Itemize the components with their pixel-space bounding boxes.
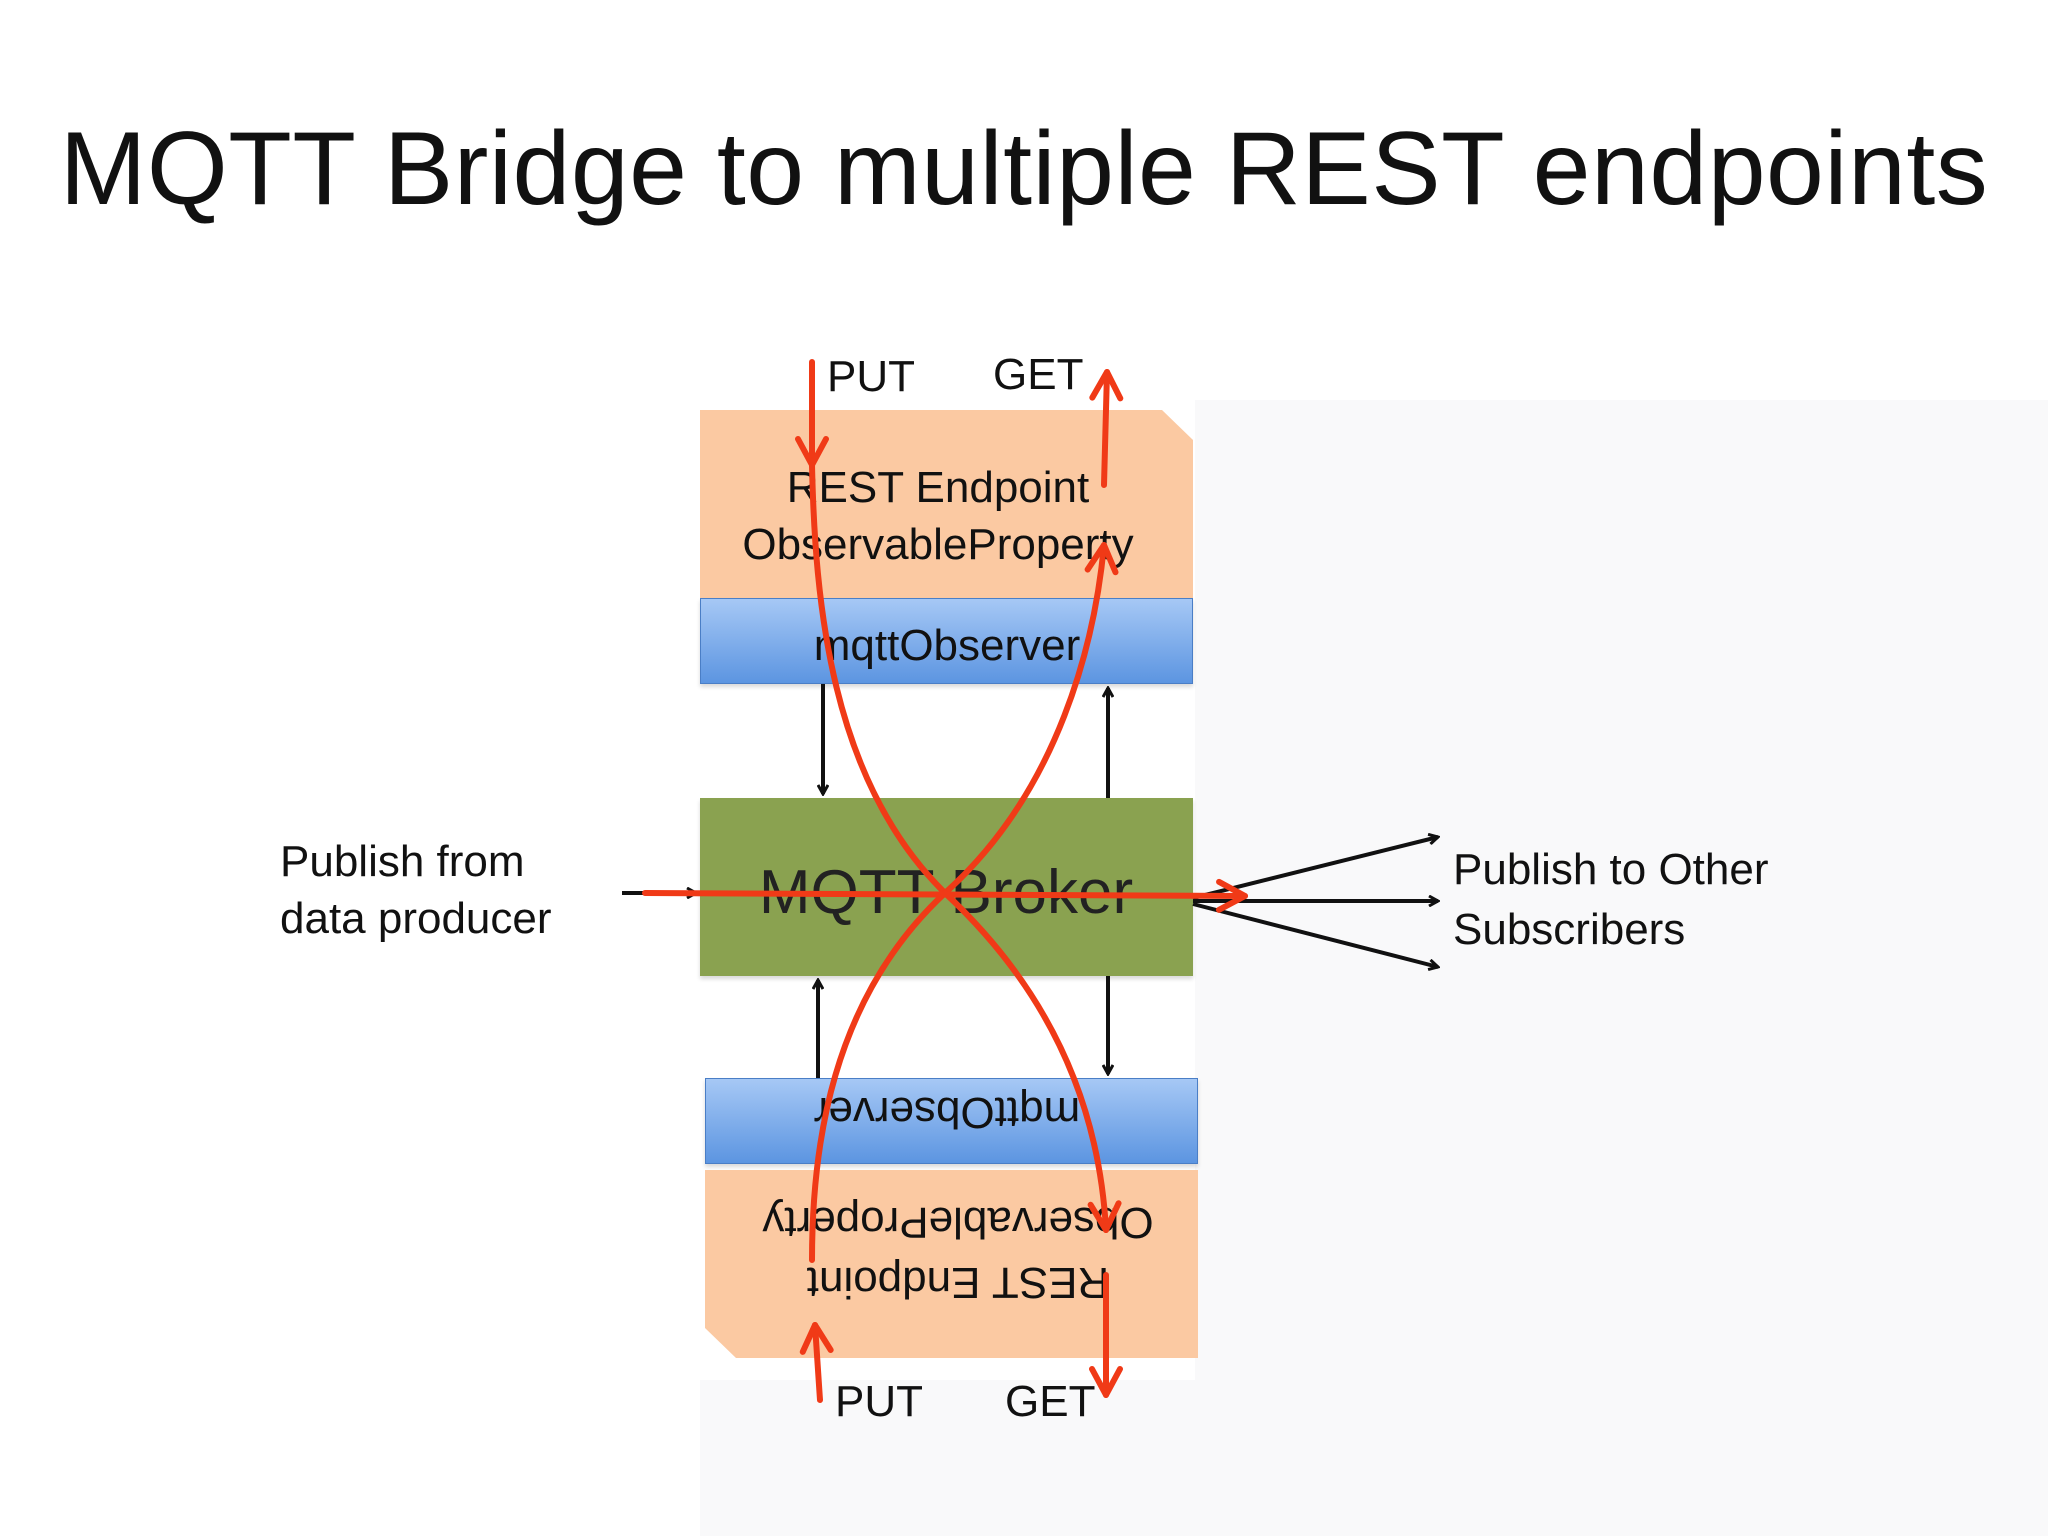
- get-bottom-label: GET: [1005, 1377, 1096, 1426]
- rest-endpoint-top-label: REST Endpoint: [786, 463, 1090, 512]
- slide-title: MQTT Bridge to multiple REST endpoints: [59, 111, 1989, 227]
- observable-property-top-label: ObservableProperty: [742, 520, 1134, 569]
- mqtt-observer-top-box: [700, 598, 1193, 684]
- publish-through-broker-arrow: [642, 878, 1248, 913]
- bottom-curve-left-arrow: [809, 890, 948, 1263]
- bottom-curve-right-arrow: [942, 890, 1122, 1233]
- subscriber-arrow-down: [1192, 902, 1438, 967]
- subscribers-label: Subscribers: [1453, 905, 1686, 954]
- background-shade: [1195, 400, 2048, 1536]
- put-bottom-label: PUT: [835, 1377, 923, 1426]
- data-producer-label: data producer: [280, 894, 552, 943]
- subscriber-arrow-up: [1192, 837, 1438, 900]
- put-top-label: PUT: [827, 352, 915, 401]
- publish-from-label: Publish from: [280, 837, 525, 886]
- top-curve-left: [809, 462, 948, 896]
- mqtt-broker-box: [700, 798, 1193, 976]
- put-bottom-flow-arrow: [799, 1322, 834, 1403]
- get-top-label: GET: [993, 350, 1084, 399]
- publish-to-other-label: Publish to Other: [1453, 845, 1769, 894]
- get-top-flow-arrow: [1089, 369, 1124, 488]
- top-curve-right-arrow: [942, 542, 1119, 896]
- mqtt-observer-bottom-box: [705, 1078, 1198, 1164]
- background-shade: [700, 1380, 1200, 1536]
- mqtt-observer-top-label: mqttObserver: [813, 621, 1081, 670]
